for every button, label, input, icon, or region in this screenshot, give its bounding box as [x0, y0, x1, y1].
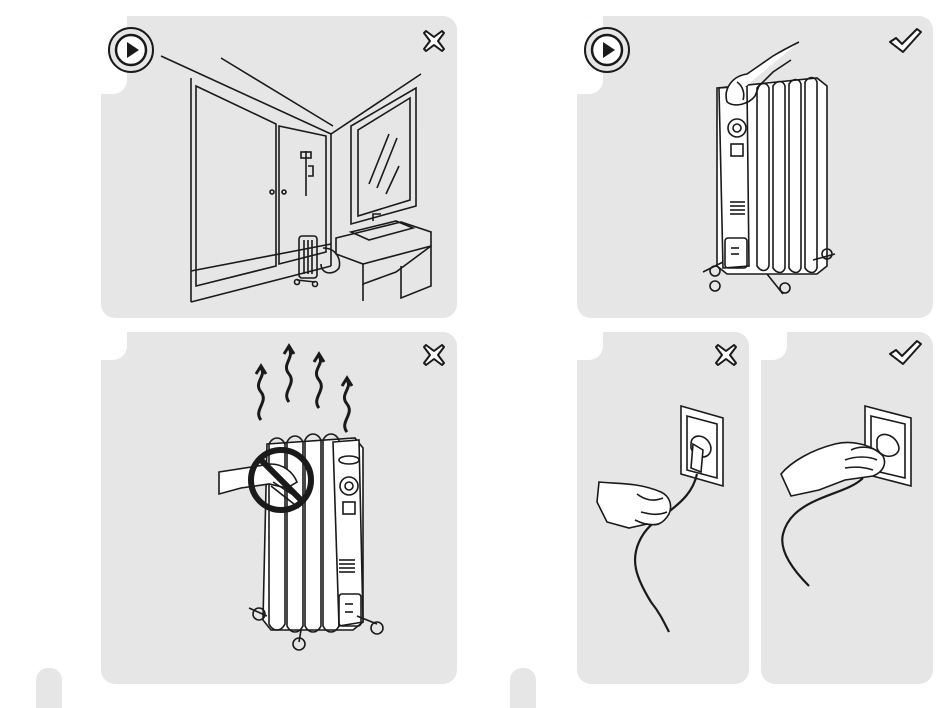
- pull-cord-illustration: [577, 332, 749, 684]
- pull-plug-illustration: [761, 332, 933, 684]
- hot-heater-illustration: [101, 332, 457, 684]
- check-icon: [887, 26, 923, 56]
- play-icon[interactable]: [583, 26, 631, 74]
- play-icon[interactable]: [107, 26, 155, 74]
- cross-icon: [421, 28, 447, 54]
- page-tab-left: [36, 668, 62, 708]
- check-icon: [887, 338, 923, 368]
- panel-pull-plug: [761, 332, 933, 684]
- cross-icon: [421, 342, 447, 368]
- cross-icon: [713, 342, 739, 368]
- panel-no-touch-hot: [101, 332, 457, 684]
- panel-carry: [577, 16, 933, 318]
- panel-pull-cord: [577, 332, 749, 684]
- panel-bathroom: [101, 16, 457, 318]
- page-tab-right: [510, 668, 536, 708]
